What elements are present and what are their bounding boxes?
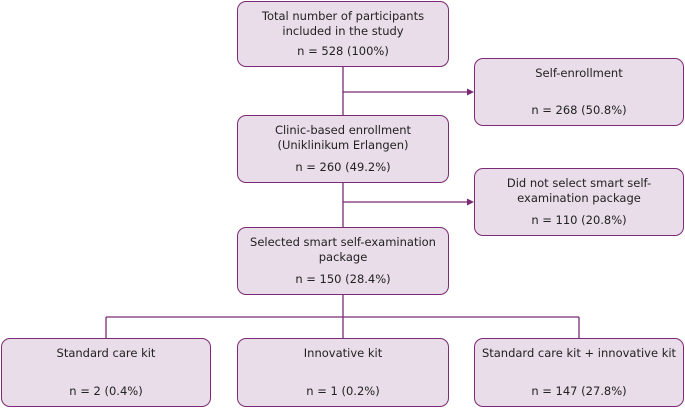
clinic-title: Clinic-based enrollment (Uniklinikum Erl… — [274, 123, 412, 152]
box-combined-kit: Standard care kit + innovative kit n = 1… — [474, 338, 684, 407]
box-selected-package: Selected smart self-examination package … — [237, 227, 449, 295]
innovative-kit-count: n = 1 (0.2%) — [306, 384, 380, 398]
clinic-count: n = 260 (49.2%) — [295, 160, 391, 174]
self-enrollment-title: Self-enrollment — [535, 66, 623, 80]
self-enrollment-count: n = 268 (50.8%) — [531, 103, 627, 117]
selected-count: n = 150 (28.4%) — [295, 272, 391, 286]
box-not-selected: Did not select smart self-examination pa… — [474, 168, 684, 236]
box-self-enrollment: Self-enrollment n = 268 (50.8%) — [474, 58, 684, 126]
standard-kit-title: Standard care kit — [56, 346, 156, 360]
box-standard-care-kit: Standard care kit n = 2 (0.4%) — [1, 338, 211, 407]
total-count: n = 528 (100%) — [297, 44, 389, 58]
not-selected-title: Did not select smart self-examination pa… — [506, 176, 652, 205]
box-total-participants: Total number of participants included in… — [237, 1, 449, 67]
innovative-kit-title: Innovative kit — [303, 346, 383, 360]
box-clinic-enrollment: Clinic-based enrollment (Uniklinikum Erl… — [237, 115, 449, 183]
selected-title: Selected smart self-examination package — [250, 235, 436, 264]
combined-kit-title: Standard care kit + innovative kit — [481, 346, 677, 360]
combined-kit-count: n = 147 (27.8%) — [531, 384, 627, 398]
box-innovative-kit: Innovative kit n = 1 (0.2%) — [237, 338, 449, 407]
total-title: Total number of participants included in… — [261, 9, 425, 38]
not-selected-count: n = 110 (20.8%) — [531, 213, 627, 227]
standard-kit-count: n = 2 (0.4%) — [69, 384, 143, 398]
arrowhead-self-enrollment — [467, 88, 474, 96]
arrowhead-not-selected — [467, 198, 474, 206]
